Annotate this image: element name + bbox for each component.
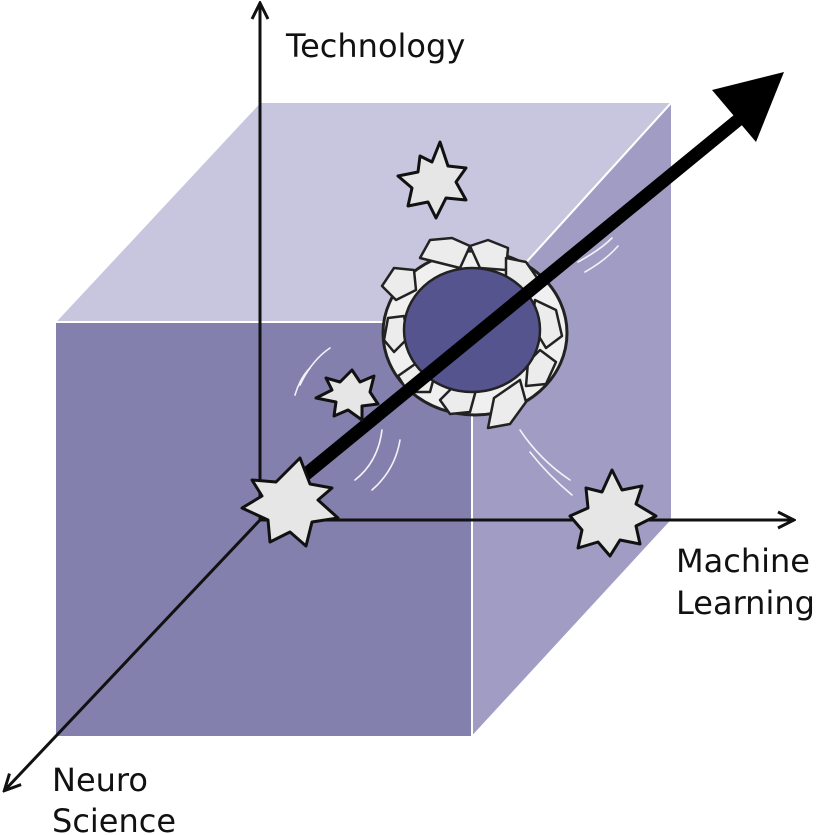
machine-learning-axis-label-line1: Machine xyxy=(676,542,810,580)
burst-right xyxy=(568,468,658,558)
burst-middle xyxy=(314,368,380,422)
trajectory-arrow-head xyxy=(712,72,784,142)
motion-lines xyxy=(294,237,619,496)
technology-axis-label: Technology xyxy=(285,27,465,65)
neuro-science-axis xyxy=(5,518,262,790)
neuro-science-axis-label-line1: Neuro xyxy=(52,761,148,799)
burst-origin xyxy=(240,456,340,548)
machine-learning-axis-label-line2: Learning xyxy=(676,584,815,622)
trajectory-arrow-shaft xyxy=(265,113,745,509)
neuro-science-axis-label-line2: Science xyxy=(52,802,176,835)
burst-top xyxy=(396,140,468,220)
